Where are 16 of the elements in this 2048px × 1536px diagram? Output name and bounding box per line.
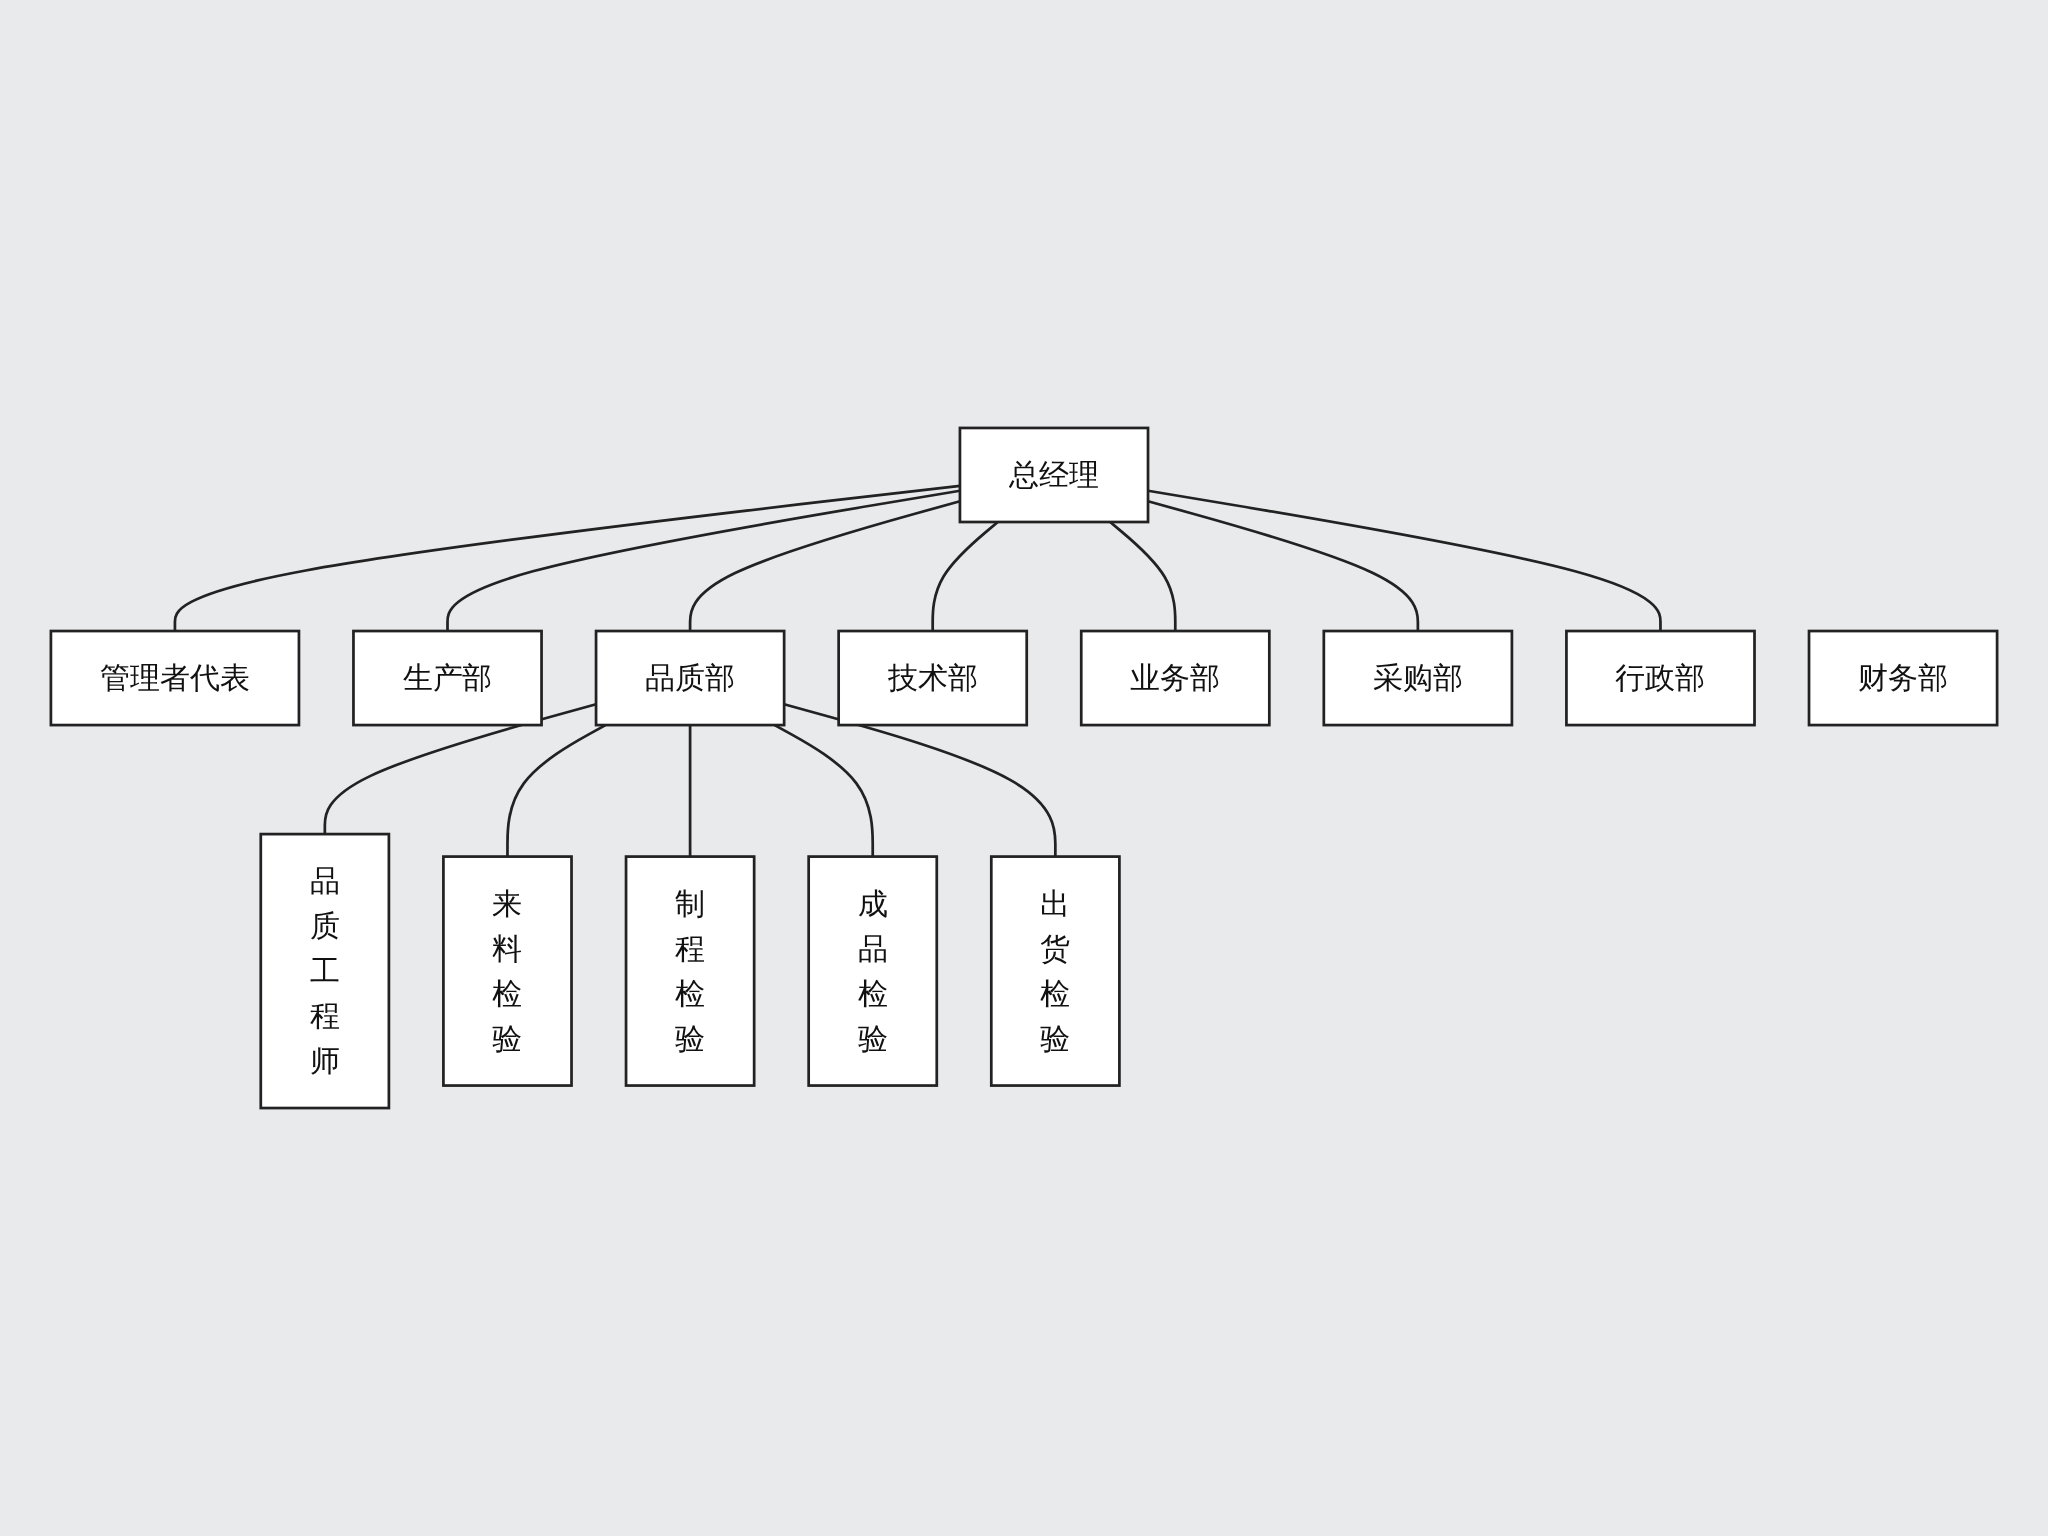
node-box: 制程检验 bbox=[624, 855, 756, 1087]
node-box: 成品检验 bbox=[807, 855, 939, 1087]
node-box: 技术部 bbox=[837, 629, 1029, 727]
node-box: 生产部 bbox=[352, 629, 543, 727]
node-box: 来料检验 bbox=[442, 855, 573, 1087]
node-box: 财务部 bbox=[1807, 629, 1999, 727]
node-box: 出货检验 bbox=[989, 855, 1121, 1087]
node-box: 品质部 bbox=[594, 629, 786, 727]
connector bbox=[323, 702, 597, 835]
connector bbox=[688, 725, 692, 857]
node-box: 总经理 bbox=[958, 426, 1150, 524]
node-box: 管理者代表 bbox=[49, 629, 301, 727]
node-box: 采购部 bbox=[1322, 629, 1514, 727]
node-box: 业务部 bbox=[1079, 629, 1271, 727]
node-box: 行政部 bbox=[1565, 629, 1756, 727]
node-box: 品质工程师 bbox=[259, 832, 391, 1110]
